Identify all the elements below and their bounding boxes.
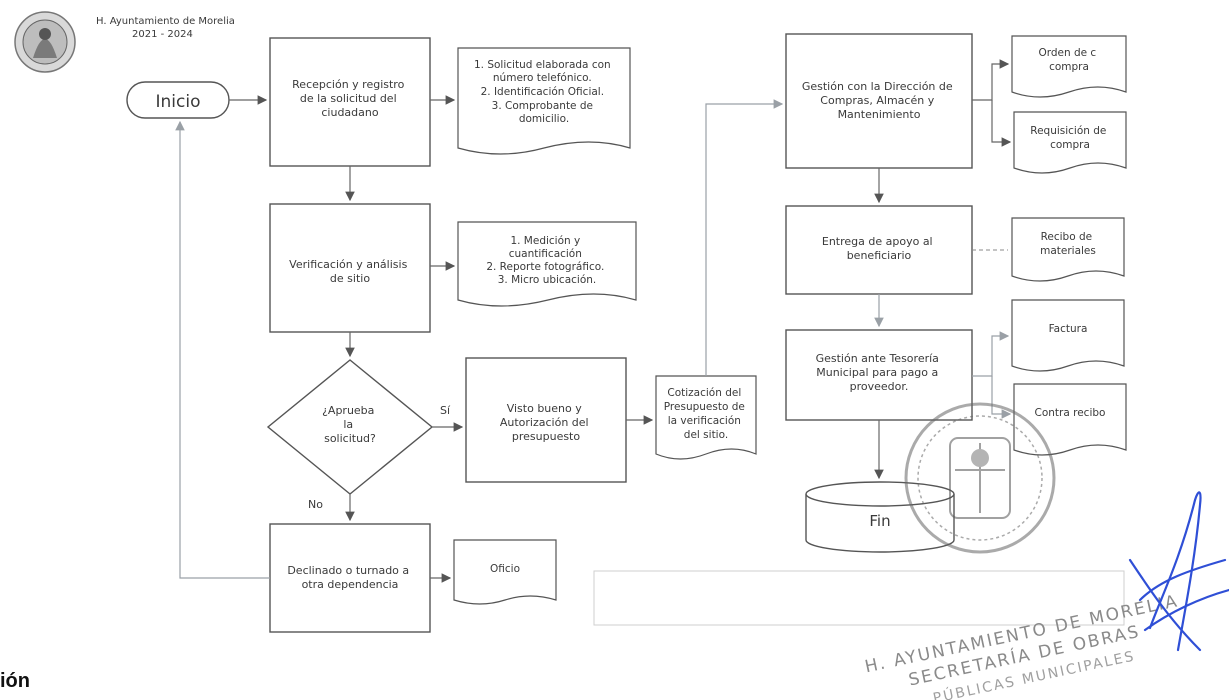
- section-title: ión: [0, 670, 30, 692]
- declined-process: [269, 523, 431, 633]
- counter-receipt-text: Contra recibo: [1035, 407, 1106, 419]
- purchase-order-text: Orden de c compra: [1038, 47, 1099, 73]
- measurement-text: 1. Medición y cuantificación 2. Reporte …: [486, 235, 607, 286]
- receipt-text: Recibo de materiales: [1040, 231, 1096, 257]
- treasury-process: [785, 329, 973, 421]
- start-label: Inicio: [156, 92, 201, 112]
- invoice-text: Factura: [1049, 323, 1088, 335]
- org-name: H. Ayuntamiento de Morelia: [96, 16, 235, 27]
- requirements-text: 1. Solicitud elaborada con número telefó…: [474, 59, 614, 125]
- purchase-order-document: [1011, 35, 1127, 98]
- municipality-logo: [14, 11, 76, 73]
- official-seal: [904, 402, 1056, 554]
- end-terminal: [805, 481, 955, 553]
- quote-text: Cotización del Presupuesto de la verific…: [664, 387, 748, 441]
- end-label: Fin: [869, 512, 890, 530]
- invoice-document: [1011, 299, 1125, 372]
- reception-label: Recepción y registro de la solicitud del…: [292, 78, 408, 119]
- oficio-document: [453, 539, 557, 605]
- counter-receipt-document: [1013, 383, 1127, 456]
- municipal-stamp: H. AYUNTAMIENTO DE MORELIA SECRETARÍA DE…: [863, 591, 1180, 700]
- delivery-label: Entrega de apoyo al beneficiario: [822, 235, 936, 262]
- handwritten-signature: [1128, 491, 1229, 652]
- treasury-label: Gestión ante Tesorería Municipal para pa…: [816, 352, 943, 393]
- requisition-text: Requisición de compra: [1030, 125, 1109, 151]
- approval-label: Visto bueno y Autorización del presupues…: [500, 402, 592, 443]
- oficio-text: Oficio: [490, 563, 520, 575]
- verification-label: Verificación y análisis de sitio: [289, 258, 411, 285]
- reception-process: [269, 37, 431, 167]
- receipt-document: [1011, 217, 1125, 282]
- delivery-process: [785, 205, 973, 295]
- decision-label: ¿Aprueba la solicitud?: [322, 404, 378, 445]
- no-label: No: [308, 498, 323, 511]
- declined-label: Declinado o turnado a otra dependencia: [287, 564, 412, 591]
- requirements-document: [457, 47, 631, 155]
- quote-document: [655, 375, 757, 460]
- org-period: 2021 - 2024: [132, 29, 193, 40]
- measurement-document: [457, 221, 637, 307]
- verification-process: [269, 203, 431, 333]
- purchasing-process: [785, 33, 973, 169]
- signature-frame: [593, 570, 1125, 626]
- yes-label: Sí: [440, 404, 451, 417]
- purchasing-label: Gestión con la Dirección de Compras, Alm…: [802, 80, 956, 121]
- requisition-document: [1013, 111, 1127, 174]
- connectors: [175, 59, 1012, 583]
